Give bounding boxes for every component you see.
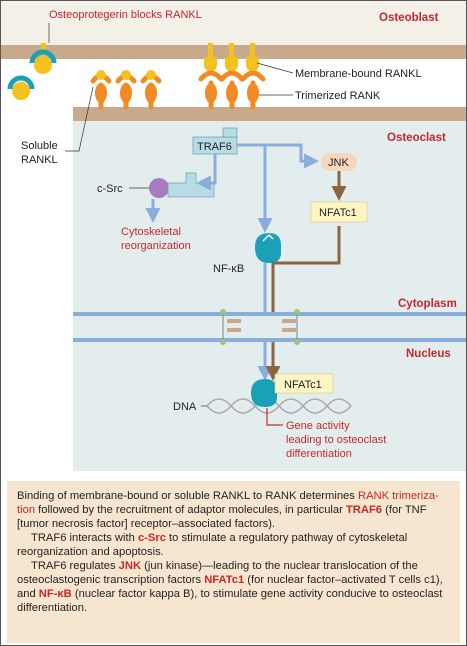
label-trimerized-rank: Trimerized RANK <box>295 90 381 102</box>
nfkb-nuclear <box>251 379 277 407</box>
label-cytoplasm: Cytoplasm <box>398 298 457 310</box>
caption-paragraph-2: TRAF6 interacts with c-Src to stimulate … <box>17 532 408 558</box>
osteoblast-region <box>1 1 466 47</box>
csrc-molecule <box>149 178 169 198</box>
dna-helix <box>206 398 352 414</box>
label-nfatc1-nuclear: NFATc1 <box>284 379 322 391</box>
label-osteoclast: Osteoclast <box>387 132 446 144</box>
label-csrc: c-Src <box>97 183 123 195</box>
nuclear-pore-left <box>220 309 241 345</box>
label-osteoblast: Osteoblast <box>379 12 439 24</box>
osteoclast-cell <box>73 121 466 471</box>
label-dna: DNA <box>173 401 197 413</box>
caption-paragraph-3: TRAF6 regulates JNK (jun kinase)—leading… <box>17 560 443 614</box>
label-nucleus: Nucleus <box>406 348 451 360</box>
label-nfatc1: NFATc1 <box>319 207 357 219</box>
label-jnk: JNK <box>328 157 349 169</box>
jnk-box <box>321 153 357 171</box>
osteoclast-membrane <box>73 107 466 121</box>
membrane-bound-rankl <box>204 43 260 72</box>
label-rankl: RANKL <box>21 154 58 166</box>
nfatc1-nuclear-box <box>274 373 334 394</box>
osteoprotegerin-complex <box>7 43 57 100</box>
label-membrane-rankl: Membrane-bound RANKL <box>295 68 422 80</box>
nuclear-envelope <box>73 309 466 345</box>
label-traf6: TRAF6 <box>197 141 232 153</box>
label-gene-3: differentiation <box>286 448 352 460</box>
label-nfkb: NF-κB <box>213 263 244 275</box>
label-opg-blocks: Osteoprotegerin blocks RANKL <box>49 9 202 21</box>
label-gene-1: Gene activity <box>286 420 350 432</box>
gene-activity-pointer <box>266 408 279 426</box>
leader-lines <box>48 23 294 152</box>
label-soluble: Soluble <box>21 140 58 152</box>
nuclear-pore-right <box>282 309 300 345</box>
caption-paragraph-1: Binding of membrane-bound or soluble RAN… <box>17 490 439 530</box>
caption-box: Binding of membrane-bound or soluble RAN… <box>7 481 460 643</box>
label-cyto-1: Cytoskeletal <box>121 226 181 238</box>
diagram: Osteoblast Osteoclast Osteoprotegerin bl… <box>1 1 466 471</box>
nfkb-molecule <box>255 233 281 263</box>
rank-receptors-fill <box>95 83 259 103</box>
label-cyto-2: reorganization <box>121 240 191 252</box>
soluble-rankl-bound <box>96 70 156 80</box>
label-gene-2: leading to osteoclast <box>286 434 386 446</box>
nfatc1-box <box>310 201 368 223</box>
